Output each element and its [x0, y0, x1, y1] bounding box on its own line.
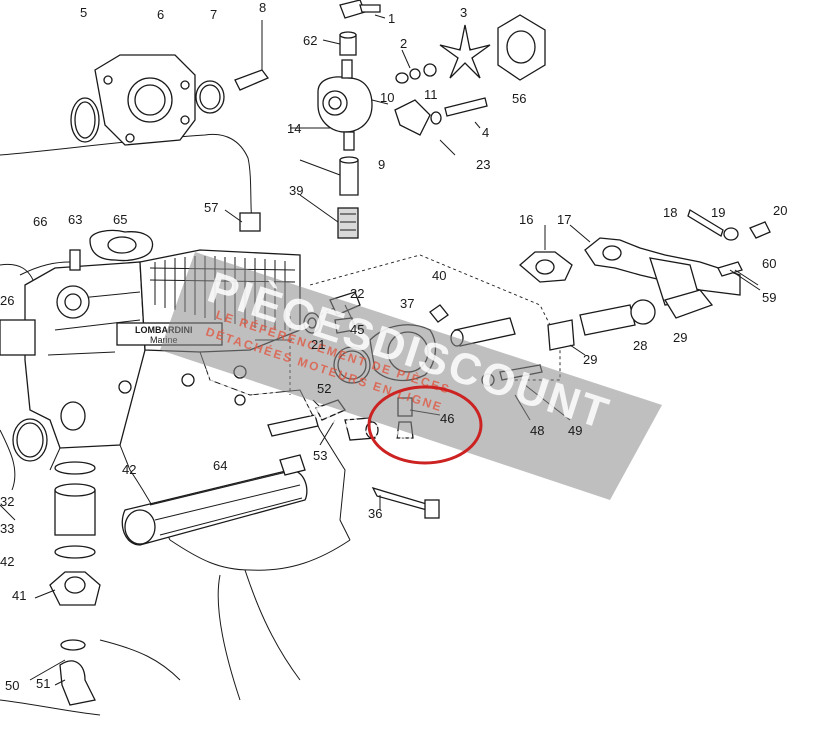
- impeller: [439, 24, 491, 79]
- part-label: 23: [476, 157, 490, 172]
- filler-parts: [19, 212, 261, 276]
- part-label: 4: [482, 125, 489, 140]
- part-label: 2: [400, 36, 407, 51]
- part-label: 37: [400, 296, 414, 311]
- part-label: 29: [673, 330, 687, 345]
- pump-assembly: [317, 0, 546, 239]
- part-label: 60: [762, 256, 776, 271]
- lower-left-parts: [0, 319, 308, 706]
- part-label: 52: [317, 381, 331, 396]
- part-label: 48: [530, 423, 544, 438]
- part-label: 1: [388, 11, 395, 26]
- part-label: 41: [12, 588, 26, 603]
- part-label: 64: [213, 458, 227, 473]
- part-label: 9: [378, 157, 385, 172]
- part-label: 51: [36, 676, 50, 691]
- part-label: 5: [80, 5, 87, 20]
- part-label: 29: [583, 352, 597, 367]
- watermark-band: [160, 252, 662, 500]
- part-label: 39: [289, 183, 303, 198]
- flange-assembly-top-left: [70, 20, 270, 146]
- part-label: 49: [568, 423, 582, 438]
- part-label: 40: [432, 268, 446, 283]
- engine-brand-text: LOMBARDINI: [135, 325, 193, 335]
- part-label: 17: [557, 212, 571, 227]
- part-label: 45: [350, 322, 364, 337]
- part-label: 36: [368, 506, 382, 521]
- exhaust-parts-right: [519, 209, 771, 306]
- part-label: 20: [773, 203, 787, 218]
- part-label: 53: [313, 448, 327, 463]
- part-label: 19: [711, 205, 725, 220]
- part-label: 10: [380, 90, 394, 105]
- part-label: 42: [122, 462, 136, 477]
- part-label: 50: [5, 678, 19, 693]
- part-label: 18: [663, 205, 677, 220]
- part-label: 59: [762, 290, 776, 305]
- part-label: 66: [33, 214, 47, 229]
- engine-port: [60, 401, 86, 431]
- part-label: 46: [440, 411, 454, 426]
- part-label: 57: [204, 200, 218, 215]
- part-label: 33: [0, 521, 14, 536]
- part-label: 6: [157, 7, 164, 22]
- part-label: 7: [210, 7, 217, 22]
- part-label: 14: [287, 121, 301, 136]
- part-label: 56: [512, 91, 526, 106]
- highlight-circle: [367, 385, 483, 465]
- part-label: 62: [303, 33, 317, 48]
- part-label: 65: [113, 212, 127, 227]
- part-label: 8: [259, 0, 266, 15]
- part-label: 11: [424, 87, 438, 102]
- part-label: 3: [460, 5, 467, 20]
- part-label: 63: [68, 212, 82, 227]
- part-label: 16: [519, 212, 533, 227]
- part-label: 32: [0, 494, 14, 509]
- part-label: 26: [0, 293, 14, 308]
- part-label: 22: [350, 286, 364, 301]
- part-label: 42: [0, 554, 14, 569]
- part-number-labels: 5 6 7 8 1 62 3 2 11 10 56 14 9 4 23 39 5…: [0, 0, 787, 693]
- part-label: 28: [633, 338, 647, 353]
- part-label: 21: [311, 337, 325, 352]
